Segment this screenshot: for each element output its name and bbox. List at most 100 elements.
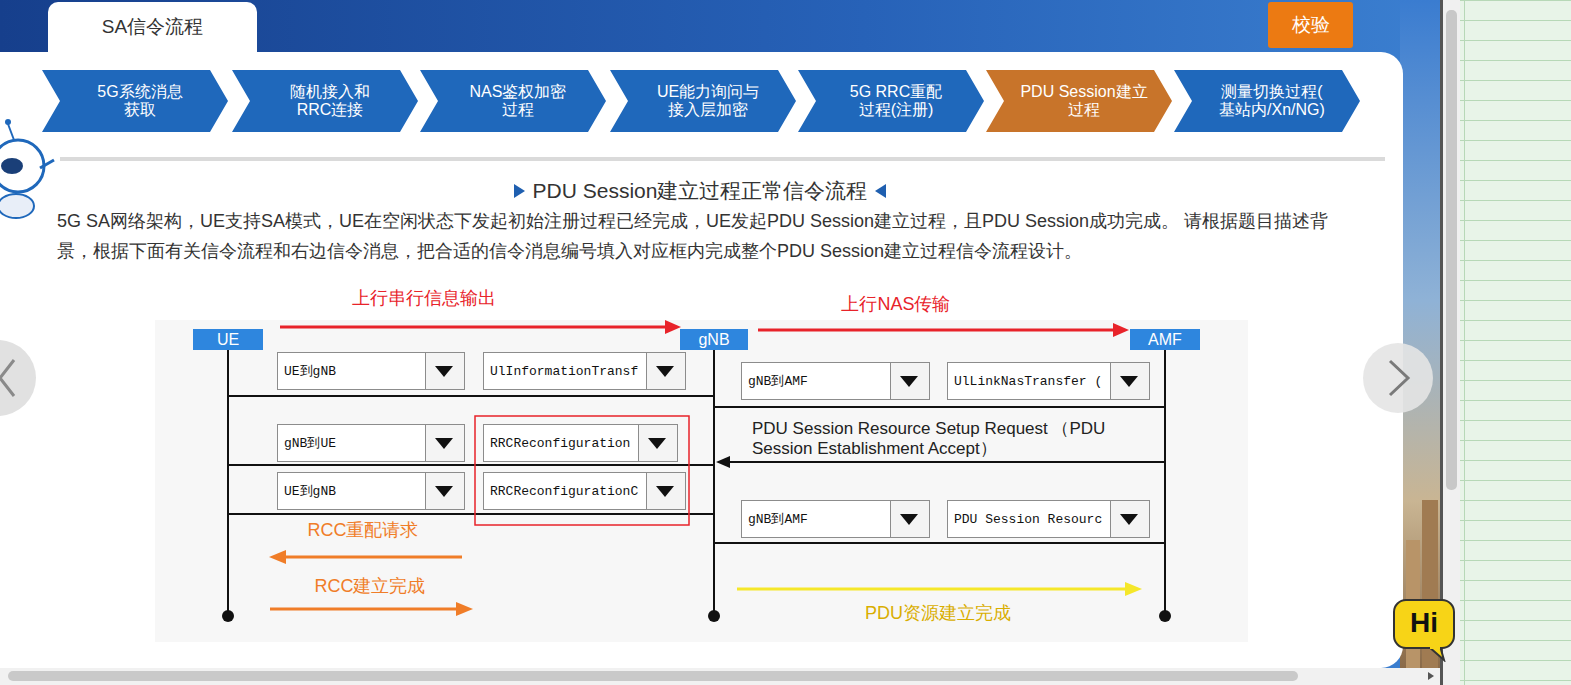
message-dropdown: UE到gNB	[277, 352, 465, 390]
h-scrollbar-thumb	[8, 671, 1298, 681]
robot-antenna-tip	[5, 119, 11, 125]
nav-prev-arrow	[0, 360, 14, 396]
chevron-fill	[1174, 70, 1360, 132]
gnb-lifeline	[713, 350, 715, 616]
dropdown-triangle	[1120, 514, 1138, 525]
dropdown-button	[425, 353, 464, 389]
heading-triangle-shape	[875, 184, 886, 198]
step-chevron: NAS鉴权加密 过程	[420, 70, 606, 132]
step-text: PDU Session建立 过程	[1012, 83, 1157, 119]
dropdown-text: UlInformationTransf	[484, 353, 644, 389]
dropdown-icon	[891, 363, 927, 399]
sheet-grid	[1460, 0, 1571, 685]
uplink-arrow	[280, 326, 668, 329]
dropdown-button	[1110, 501, 1149, 537]
heading-text: PDU Session建立过程正常信令流程	[533, 177, 868, 205]
message-dropdown: UlInformationTransf	[483, 352, 686, 390]
message-dropdown: RRCReconfiguration	[483, 424, 678, 462]
step-text: 5G系统消息 获取	[90, 83, 190, 119]
dropdown-icon	[647, 473, 683, 509]
dropdown-button	[646, 473, 685, 509]
dropdown-icon	[426, 353, 462, 389]
step-text: 测量切换过程( 基站内/Xn/NG)	[1210, 83, 1335, 119]
chevron-fill	[420, 70, 606, 132]
message-dropdown: gNB到UE	[277, 424, 465, 462]
dropdown-text: gNB到UE	[278, 425, 342, 461]
dropdown-text: PDU Session Resourc	[948, 501, 1108, 537]
robot-visor	[1, 158, 23, 174]
content-panel	[0, 52, 1403, 668]
dropdown-triangle	[900, 514, 918, 525]
robot-body	[0, 194, 34, 218]
task-description: 5G SA网络架构，UE支持SA模式，UE在空闲状态下发起初始注册过程已经完成，…	[57, 206, 1352, 266]
step-text: NAS鉴权加密 过程	[461, 83, 576, 119]
dropdown-icon	[426, 425, 462, 461]
lifeline-header: AMF	[1130, 329, 1200, 350]
hi-bubble: Hi	[1392, 598, 1456, 662]
chevron-text-box: UE能力询问与 接入层加密	[610, 70, 796, 132]
dropdown-text: UlLinkNasTransfer (	[948, 363, 1108, 399]
arrow-head	[1113, 323, 1129, 337]
heading-triangle-shape	[514, 184, 525, 198]
verify-button: 校验	[1268, 2, 1353, 48]
sheet-column-line	[1464, 0, 1465, 685]
chevron-fill	[232, 70, 418, 132]
window-border	[1440, 0, 1443, 685]
step-chevron: 随机接入和 RRC连接	[232, 70, 418, 132]
lifeline-end	[708, 610, 720, 622]
lifeline-end	[1159, 610, 1171, 622]
chevron-fill	[610, 70, 796, 132]
amf-lifeline	[1164, 350, 1166, 616]
result-arrow	[737, 588, 1127, 591]
chevron-text-box: 5G RRC重配 过程(注册)	[798, 70, 984, 132]
dropdown-button	[425, 473, 464, 509]
button-text: 校验	[1292, 12, 1330, 38]
robot-mascot	[0, 119, 54, 218]
nav-prev	[0, 340, 36, 416]
flow-label: RCC重配请求	[308, 520, 419, 542]
dropdown-text: RRCReconfigurationC	[484, 473, 644, 509]
heading-triangle	[874, 183, 888, 199]
chevron-text-box: 随机接入和 RRC连接	[232, 70, 418, 132]
message-line	[714, 406, 1165, 408]
message-dropdown: RRCReconfigurationC	[483, 472, 686, 510]
dropdown-text: gNB到AMF	[742, 363, 814, 399]
arrow-head	[1125, 582, 1142, 596]
dropdown-button	[638, 425, 677, 461]
message-dropdown: UlLinkNasTransfer (	[947, 362, 1150, 400]
arrow-head	[456, 602, 473, 616]
step-chevron: 5G系统消息 获取	[42, 70, 228, 132]
nav-next-arrow	[1390, 361, 1408, 395]
flow-label: 上行NAS传输	[841, 294, 950, 316]
step-text: 5G RRC重配 过程(注册)	[839, 83, 954, 119]
dropdown-icon	[1111, 501, 1147, 537]
bubble-text: Hi	[1410, 598, 1438, 639]
tab-text: SA信令流程	[102, 14, 203, 40]
lifeline-name: UE	[217, 331, 239, 349]
dropdown-button	[1110, 363, 1149, 399]
robot-arm	[40, 160, 54, 168]
dropdown-button	[890, 501, 929, 537]
lifeline-header: gNB	[680, 329, 748, 350]
dropdown-text: gNB到AMF	[742, 501, 814, 537]
dropdown-triangle	[435, 366, 453, 377]
separator-line	[60, 157, 1385, 161]
h-scrollbar-arrow	[1428, 672, 1434, 680]
dropdown-icon	[647, 353, 683, 389]
header-band	[0, 0, 1440, 668]
message-line	[228, 513, 714, 515]
message-dropdown: UE到gNB	[277, 472, 465, 510]
chevron-fill	[42, 70, 228, 132]
message-label: PDU Session Resource Setup Request （PDU …	[752, 419, 1137, 459]
message-dropdown: gNB到AMF	[741, 362, 930, 400]
lifeline-header: UE	[193, 329, 263, 350]
scrollbar-track	[1440, 0, 1460, 685]
nav-next	[1363, 343, 1433, 413]
chevron-text-box: 5G系统消息 获取	[42, 70, 228, 132]
dropdown-triangle	[656, 486, 674, 497]
dropdown-button	[890, 363, 929, 399]
dropdown-icon	[639, 425, 675, 461]
dropdown-triangle	[435, 486, 453, 497]
heading-triangle	[512, 183, 526, 199]
